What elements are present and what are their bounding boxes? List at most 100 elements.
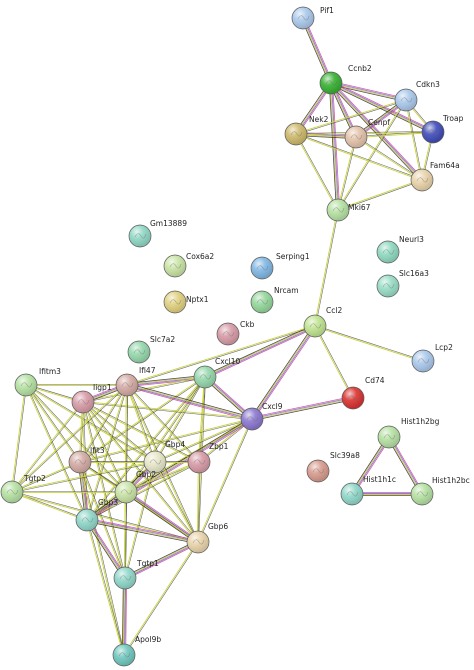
node-cenpf[interactable]: Cenpf: [344, 118, 390, 149]
node-gbp4[interactable]: Gbp4: [143, 440, 185, 474]
edge-ccl2-lcp2: [314, 325, 424, 362]
node-cxcl9[interactable]: Cxcl9: [240, 402, 283, 431]
node-label: Iigp1: [93, 383, 112, 392]
node-hist1h2bc[interactable]: Hist1h2bc: [410, 476, 470, 506]
edge-cenpf-fam64a: [355, 136, 423, 181]
structure-icon: [149, 459, 162, 465]
node-slc39a8[interactable]: Slc39a8: [306, 451, 360, 483]
node-ccl2[interactable]: Ccl2: [303, 306, 342, 338]
node-mki67[interactable]: Mki67: [326, 198, 371, 222]
node-hist1h2bg[interactable]: Hist1h2bg: [377, 417, 440, 449]
structure-icon: [382, 283, 395, 289]
node-fam64a[interactable]: Fam64a: [410, 161, 460, 192]
edge-ifit3-tgtp2: [11, 461, 81, 493]
node-cd74[interactable]: Cd74: [341, 376, 385, 410]
structure-icon: [383, 434, 396, 440]
edge-tgtp1-apol9b: [121, 577, 128, 656]
edge-tgtp2-gbp2: [12, 491, 126, 494]
node-label: Cxcl9: [262, 402, 283, 411]
edge-cenpf-mki67: [336, 136, 357, 211]
node-gloss: [129, 225, 151, 247]
edge-ifi47-ifit3: [79, 384, 128, 463]
node-label: Nrcam: [274, 286, 299, 295]
node-apol9b[interactable]: Apol9b: [112, 635, 161, 667]
edge-pif1-ccnb2: [301, 17, 333, 84]
structure-icon: [347, 395, 360, 401]
structure-icon: [350, 134, 363, 140]
node-gloss: [377, 275, 399, 297]
structure-icon: [416, 491, 429, 497]
node-gloss: [164, 291, 186, 313]
node-serping1[interactable]: Serping1: [250, 252, 310, 280]
edge-nek2-fam64a: [295, 133, 423, 181]
node-gbp2[interactable]: Gbp2: [114, 470, 156, 504]
node-label: Troap: [442, 114, 464, 123]
node-neurl3[interactable]: Neurl3: [376, 235, 424, 264]
structure-icon: [346, 491, 359, 497]
node-nrcam[interactable]: Nrcam: [250, 286, 299, 314]
edge-nek2-mki67: [295, 133, 339, 211]
structure-icon: [192, 539, 205, 545]
node-gm13889[interactable]: Gm13889: [128, 219, 187, 248]
node-nek2[interactable]: Nek2: [284, 115, 329, 146]
node-gloss: [241, 408, 263, 430]
node-slc16a3[interactable]: Slc16a3: [376, 269, 429, 298]
edge-ccnb2-cdkn3: [330, 81, 407, 102]
node-label: Serping1: [276, 252, 310, 261]
node-gloss: [307, 460, 329, 482]
node-gloss: [345, 126, 367, 148]
edge-cdkn3-nek2: [295, 98, 407, 135]
node-nptx1[interactable]: Nptx1: [163, 290, 209, 314]
node-tgtp2[interactable]: Tgtp2: [0, 474, 46, 504]
node-pif1[interactable]: Pif1: [291, 6, 334, 30]
node-gloss: [217, 323, 239, 345]
node-troap[interactable]: Troap: [421, 114, 464, 144]
edge-hist1h1c-hist1h2bc: [352, 491, 422, 497]
node-gloss: [251, 291, 273, 313]
edge-zbp1-gbp6: [196, 461, 200, 543]
edge-ifitm3-tgtp2: [10, 384, 27, 493]
node-gloss: [115, 481, 137, 503]
node-slc7a2[interactable]: Slc7a2: [127, 335, 175, 364]
structure-icon: [246, 416, 259, 422]
node-gloss: [114, 567, 136, 589]
node-gbp3[interactable]: Gbp3: [75, 498, 118, 532]
edge-ifitm3-gbp4: [25, 384, 156, 463]
node-label: Gm13889: [150, 219, 187, 228]
node-lcp2[interactable]: Lcp2: [411, 343, 453, 373]
node-label: Gbp6: [208, 522, 228, 531]
structure-icon: [121, 382, 134, 388]
structure-icon: [77, 399, 90, 405]
node-label: Slc39a8: [330, 451, 360, 460]
node-label: Tgtp1: [136, 559, 159, 568]
node-ifitm3[interactable]: Ifitm3: [14, 367, 61, 397]
node-label: Zbp1: [209, 442, 229, 451]
node-hist1h1c[interactable]: Hist1h1c: [340, 475, 396, 506]
structure-icon: [193, 459, 206, 465]
node-cxcl10[interactable]: Cxcl10: [193, 357, 241, 389]
node-cdkn3[interactable]: Cdkn3: [394, 80, 440, 112]
node-label: Lcp2: [435, 343, 453, 352]
node-iigp1[interactable]: Iigp1: [71, 383, 112, 414]
edge-gbp6-tgtp1: [124, 540, 199, 580]
structure-icon: [119, 575, 132, 581]
node-label: Pif1: [320, 6, 334, 15]
node-ifit3[interactable]: Ifit3: [68, 446, 105, 474]
edge-ifitm3-ifit3: [25, 384, 81, 463]
node-ifi47[interactable]: Ifi47: [115, 366, 156, 397]
node-ccnb2[interactable]: Ccnb2: [319, 64, 372, 95]
edge-cxcl10-gbp2: [125, 376, 206, 493]
node-label: Cd74: [365, 376, 385, 385]
structure-icon: [133, 349, 146, 355]
structure-icon: [297, 15, 310, 21]
node-zbp1[interactable]: Zbp1: [187, 442, 229, 474]
node-cox6a2[interactable]: Cox6a2: [163, 252, 214, 278]
node-gbp6[interactable]: Gbp6: [186, 522, 228, 554]
structure-icon: [74, 459, 87, 465]
edge-cdkn3-fam64a: [404, 99, 423, 181]
node-label: Ckb: [240, 320, 255, 329]
node-gloss: [187, 531, 209, 553]
node-tgtp1[interactable]: Tgtp1: [113, 559, 159, 590]
node-ckb[interactable]: Ckb: [216, 320, 255, 346]
